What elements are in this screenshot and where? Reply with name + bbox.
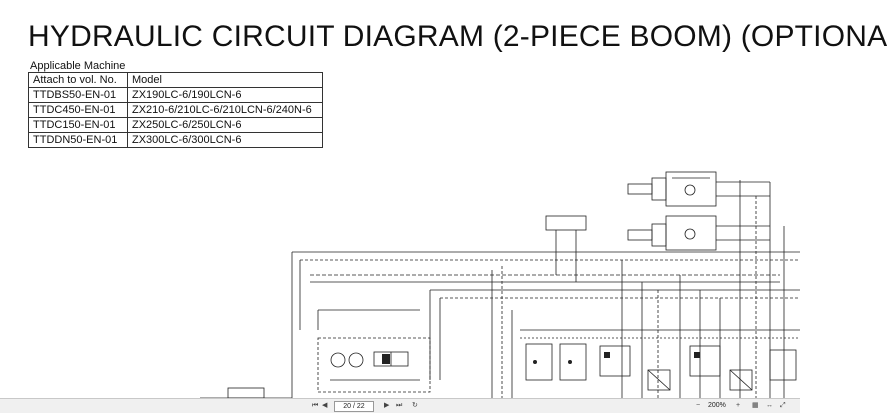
zoom-level[interactable]: 200%	[708, 402, 726, 409]
table-row: TTDDN50-EN-01 ZX300LC-6/300LCN-6	[28, 132, 323, 148]
model-cell: ZX210-6/210LC-6/210LCN-6/240N-6	[127, 102, 323, 118]
zoom-out-icon[interactable]: −	[696, 402, 701, 409]
first-page-icon[interactable]: ⏮	[312, 402, 319, 409]
volume-cell: TTDC150-EN-01	[28, 117, 128, 133]
column-header: Attach to vol. No.	[28, 72, 128, 88]
column-header: Model	[127, 72, 323, 88]
volume-cell: TTDBS50-EN-01	[28, 87, 128, 103]
page-number-input[interactable]: 20 / 22	[334, 401, 374, 412]
fit-width-icon[interactable]: ↔	[766, 402, 773, 409]
hydraulic-schematic	[200, 171, 800, 399]
volume-cell: TTDC450-EN-01	[28, 102, 128, 118]
last-page-icon[interactable]: ⏭	[396, 402, 403, 409]
document-page: HYDRAULIC CIRCUIT DIAGRAM (2-PIECE BOOM)…	[28, 20, 887, 399]
prev-page-icon[interactable]: ◀	[322, 402, 328, 409]
page-title: HYDRAULIC CIRCUIT DIAGRAM (2-PIECE BOOM)…	[28, 20, 887, 53]
table-row: TTDC150-EN-01 ZX250LC-6/250LCN-6	[28, 117, 323, 133]
model-cell: ZX190LC-6/190LCN-6	[127, 87, 323, 103]
rotate-icon[interactable]: ↻	[412, 402, 418, 409]
table-row: TTDC450-EN-01 ZX210-6/210LC-6/210LCN-6/2…	[28, 102, 323, 118]
viewer-toolbar: ⏮ ◀ 20 / 22 ▶ ⏭ ↻ − 200% + ▦ ↔ ⤢	[0, 398, 800, 413]
table-row: TTDBS50-EN-01 ZX190LC-6/190LCN-6	[28, 87, 323, 103]
table-header-row: Attach to vol. No. Model	[28, 72, 323, 88]
model-cell: ZX250LC-6/250LCN-6	[127, 117, 323, 133]
volume-cell: TTDDN50-EN-01	[28, 132, 128, 148]
zoom-in-icon[interactable]: +	[736, 402, 741, 409]
fit-icon[interactable]: ▦	[752, 402, 759, 409]
applicable-machine-label: Applicable Machine	[30, 60, 126, 72]
next-page-icon[interactable]: ▶	[384, 402, 390, 409]
applicable-machine-table: Attach to vol. No. Model TTDBS50-EN-01 Z…	[28, 72, 323, 148]
fullscreen-icon[interactable]: ⤢	[780, 402, 786, 409]
model-cell: ZX300LC-6/300LCN-6	[127, 132, 323, 148]
